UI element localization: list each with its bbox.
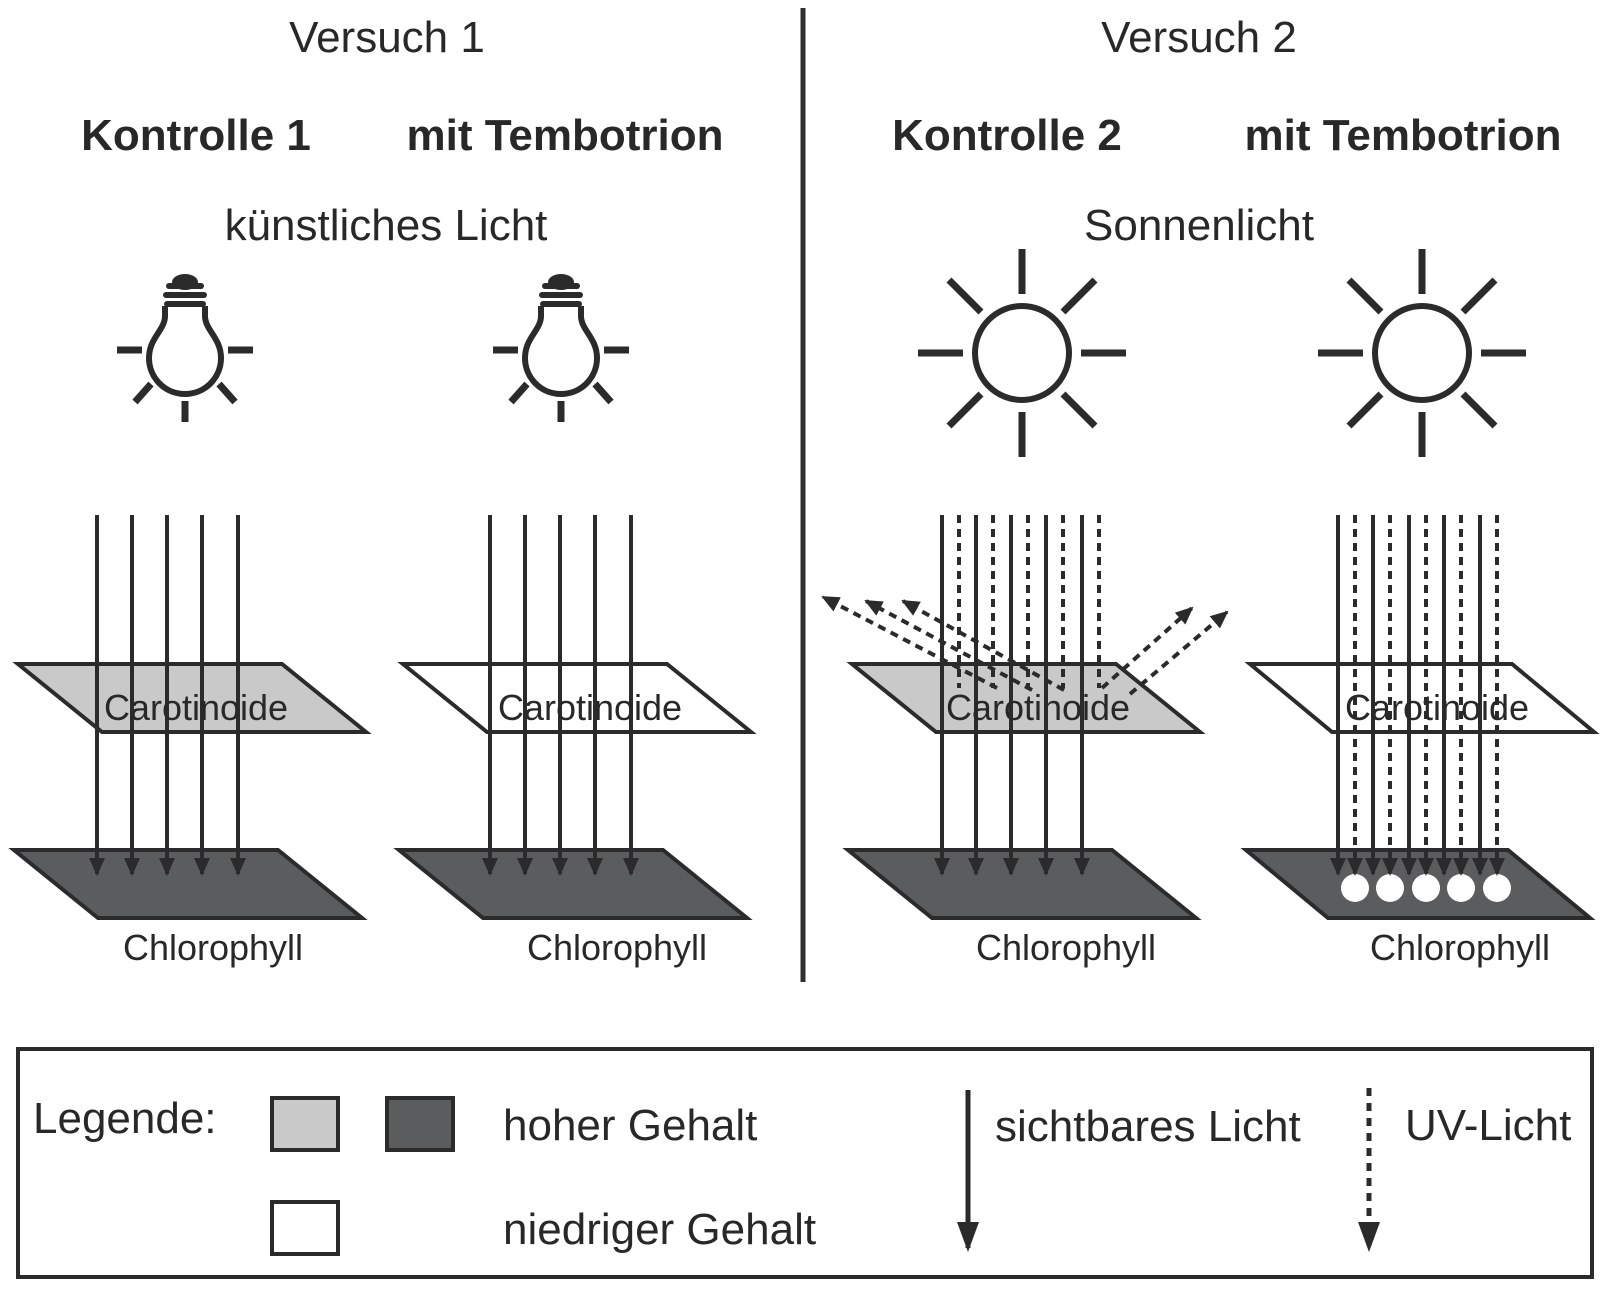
legend-title: Legende: [33, 1094, 217, 1143]
carotinoide-layer [846, 662, 1206, 734]
column-header-kontrolle-1: Kontrolle 1 [81, 111, 311, 160]
reflected-uv-arrow [864, 599, 1033, 692]
bleached-spot [1447, 874, 1475, 902]
chlorophyll-layer [393, 848, 753, 920]
bleached-spot [1376, 874, 1404, 902]
chlorophyll-label: Chlorophyll [123, 927, 303, 968]
carotinoide-layer [12, 662, 372, 734]
column-tembotrion-1: Carotinoide Chlorophyll [393, 515, 757, 968]
uv-light-rays [1347, 515, 1505, 876]
reflected-uv-arrow [821, 595, 998, 690]
visible-light-rays [89, 515, 246, 876]
visible-light-rays [1330, 515, 1488, 876]
lightbulb-icon [117, 274, 253, 422]
legend-swatch-white [270, 1200, 340, 1256]
column-tembotrion-2: Carotinoide Chlorophyll [1240, 515, 1600, 968]
legend-swatch-dark-gray [385, 1096, 455, 1152]
chlorophyll-label: Chlorophyll [527, 927, 707, 968]
column-header-tembotrion-1: mit Tembotrion [407, 111, 724, 160]
column-header-tembotrion-2: mit Tembotrion [1245, 111, 1562, 160]
bleached-spots [1341, 874, 1511, 902]
carotinoide-label: Carotinoide [1345, 687, 1529, 728]
column-kontrolle-2: Carotinoide Chlorophyll [821, 515, 1229, 968]
artificial-light-label: künstliches Licht [225, 201, 548, 250]
bleached-spot [1412, 874, 1440, 902]
legend-label-uv-light: UV-Licht [1405, 1101, 1571, 1150]
carotinoide-label: Carotinoide [104, 687, 288, 728]
visible-light-rays [934, 515, 1090, 876]
lightbulb-icon [493, 274, 629, 422]
bleached-spot [1483, 874, 1511, 902]
chlorophyll-label: Chlorophyll [976, 927, 1156, 968]
sun-icon [1318, 249, 1526, 457]
legend-swatch-light-gray [270, 1096, 340, 1152]
legend-label-low-content: niedriger Gehalt [503, 1205, 816, 1254]
column-header-kontrolle-2: Kontrolle 2 [892, 111, 1122, 160]
bleached-spot [1341, 874, 1369, 902]
visible-light-rays [482, 515, 639, 876]
carotinoide-label: Carotinoide [946, 687, 1130, 728]
experiment-1-panel: Versuch 1 Kontrolle 1 mit Tembotrion kün… [8, 13, 757, 968]
legend-label-high-content: hoher Gehalt [503, 1101, 757, 1150]
reflected-uv-arrows [821, 595, 1229, 696]
chlorophyll-label: Chlorophyll [1370, 927, 1550, 968]
chlorophyll-layer [8, 848, 368, 920]
sunlight-label: Sonnenlicht [1084, 201, 1314, 250]
reflected-uv-arrow [901, 599, 1065, 692]
column-kontrolle-1: Carotinoide Chlorophyll [8, 515, 372, 968]
chlorophyll-layer [842, 848, 1202, 920]
carotinoide-label: Carotinoide [498, 687, 682, 728]
uv-light-rays [957, 515, 1101, 688]
legend: Legende: hoher Gehalt niedriger Gehalt s… [16, 1047, 1594, 1279]
legend-label-visible-light: sichtbares Licht [995, 1102, 1301, 1151]
reflected-uv-arrow [1100, 606, 1194, 690]
sun-icon [918, 249, 1126, 457]
experiment-2-panel: Versuch 2 Kontrolle 2 mit Tembotrion Son… [821, 13, 1600, 968]
reflected-uv-arrow [1128, 610, 1229, 696]
experiment-1-title: Versuch 1 [289, 13, 485, 62]
experiment-2-title: Versuch 2 [1101, 13, 1297, 62]
